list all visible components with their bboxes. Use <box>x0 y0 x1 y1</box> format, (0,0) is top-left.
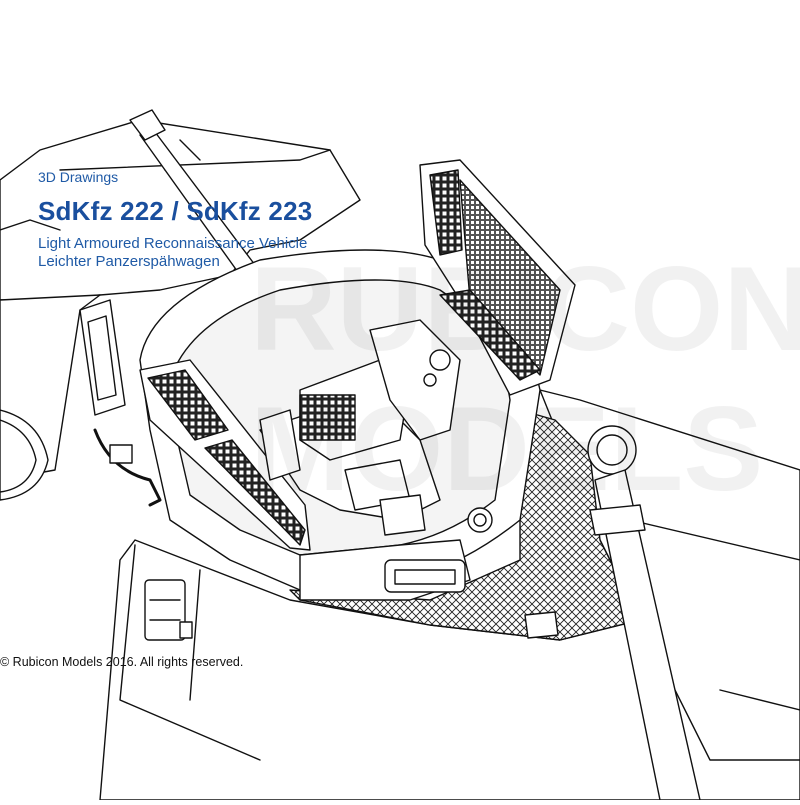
watermark-line-1: RUBICON <box>250 242 800 376</box>
bracket-left <box>109 444 133 464</box>
deck-grille <box>289 409 641 641</box>
caption-title: SdKfz 222 / SdKfz 223 <box>38 196 313 226</box>
caption-subtitle-en: Light Armoured Reconnaissance Vehicle <box>38 235 308 252</box>
copyright-notice: © Rubicon Models 2016. All rights reserv… <box>0 655 244 669</box>
wheel-left <box>0 409 49 501</box>
storage-box <box>144 579 186 641</box>
hatch-mesh-right <box>459 179 561 376</box>
watermark-line-2: MODELS <box>250 382 764 516</box>
caption-subtitle-de: Leichter Panzerspähwagen <box>38 253 220 270</box>
caption-kicker: 3D Drawings <box>38 169 119 185</box>
